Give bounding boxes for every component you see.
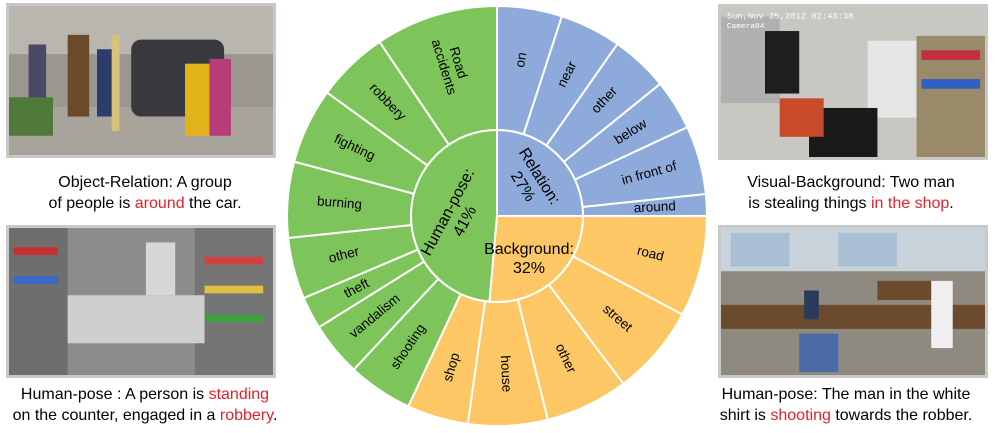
- segment-background: [488, 215, 585, 303]
- caption-line: Visual-Background: Two man: [747, 174, 955, 191]
- caption-top-right: Visual-Background: Two man is stealing t…: [706, 172, 996, 214]
- caption-line: of people is around the car.: [48, 195, 242, 212]
- caption-line: Human-pose: The man in the white: [721, 386, 971, 403]
- timestamp-overlay: Sun,Nov 25,2012 02:43:38: [727, 12, 854, 22]
- camera-overlay: Camera04: [727, 23, 765, 31]
- caption-highlight: robbery: [219, 407, 273, 424]
- photo-crowd-around-car: [6, 3, 276, 158]
- label-background-house: house: [498, 355, 515, 393]
- inner-label-background: Background:32%: [484, 241, 574, 277]
- caption-line: shirt is shooting towards the robber.: [719, 407, 973, 424]
- photo-person-on-counter: [6, 225, 276, 378]
- photo-shooting-in-bank: [718, 225, 988, 378]
- label-relation-around: around: [633, 198, 676, 215]
- caption-highlight: around: [134, 195, 185, 212]
- label-human-pose-burning: burning: [317, 193, 363, 211]
- caption-line: is stealing things in the shop.: [748, 195, 954, 212]
- caption-bottom-right: Human-pose: The man in the white shirt i…: [696, 384, 996, 426]
- caption-bottom-left: Human-pose : A person is standing on the…: [0, 384, 290, 426]
- caption-highlight: shooting: [770, 407, 831, 424]
- caption-highlight: in the shop: [871, 195, 950, 212]
- label-relation-on: on: [512, 51, 529, 68]
- caption-line: on the counter, engaged in a robbery.: [12, 407, 278, 424]
- label-background-road: road: [636, 243, 666, 264]
- photo-theft-in-shop: Sun,Nov 25,2012 02:43:38 Camera04: [718, 4, 988, 160]
- caption-highlight: standing: [208, 386, 270, 403]
- caption-top-left: Object-Relation: A group of people is ar…: [0, 172, 290, 214]
- caption-line: Human-pose : A person is standing: [20, 386, 270, 403]
- caption-line: Object-Relation: A group: [58, 174, 232, 191]
